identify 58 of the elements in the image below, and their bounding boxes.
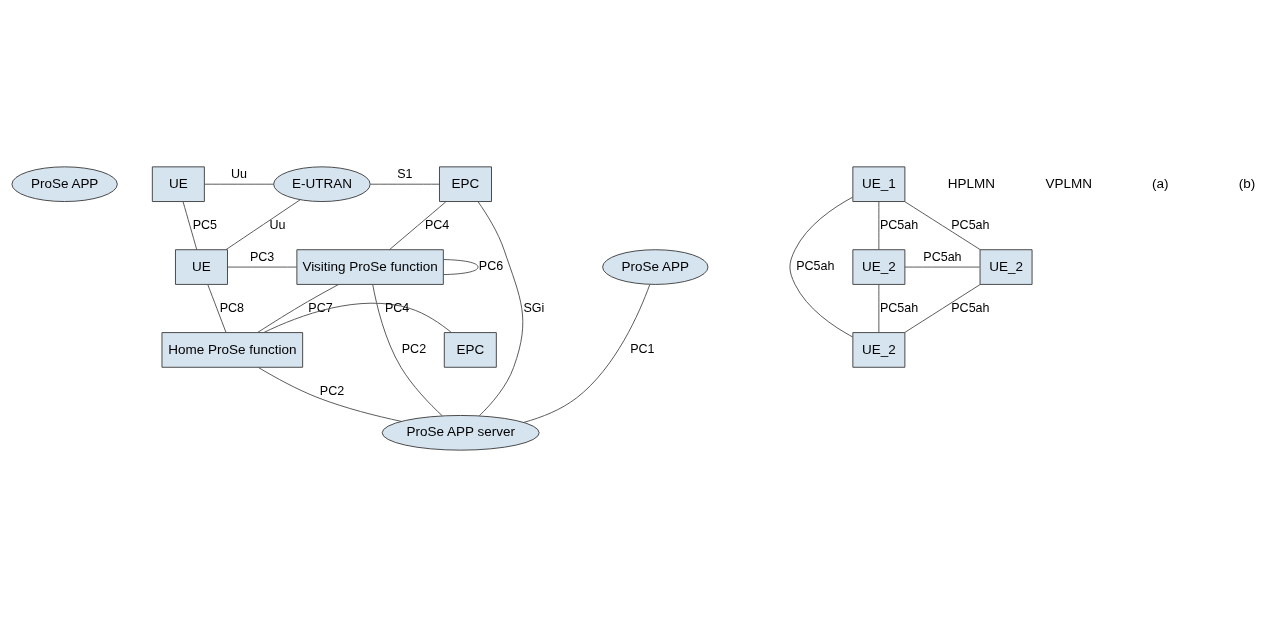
label: VPLMN [1045,175,1092,191]
node-box: UE_2 [852,249,906,285]
edge-label: PC2 [319,383,345,398]
connector [904,201,981,251]
node-box: UE_2 [979,249,1033,285]
edge-label: PC5ah [796,259,835,274]
edge-label: PC5ah [951,217,990,232]
label: HPLMN [947,175,995,191]
connector [256,283,340,334]
edge-label: PC5 [192,217,218,232]
connector [789,196,854,338]
connector [477,201,524,417]
connector [257,367,402,422]
node-box: UE [174,249,228,285]
connector [904,284,981,333]
edge-label: PC8 [219,300,244,315]
edge-label: PC7 [308,300,333,315]
edge-label: PC5ah [879,217,919,232]
connector [523,284,651,423]
edge-label: Uu [231,166,248,181]
edge-label: PC6 [478,259,504,274]
connector [372,284,443,417]
edge-label: PC2 [401,342,427,357]
edge-label: PC5ah [923,249,962,264]
connector [207,284,227,333]
node-box: UE_1 [852,166,906,202]
node-box: Home ProSe function [161,332,304,368]
edge-label: PC5ah [879,300,919,315]
edge-label: PC5ah [951,300,990,315]
label: (a) [1151,175,1169,191]
connector [182,201,198,251]
edge-label: PC4 [384,300,410,315]
edge-label: PC1 [630,342,655,357]
connector [204,183,275,185]
node-ellipse: ProSe APP [11,166,118,202]
edge-label: SGi [523,300,545,315]
edge-label: Uu [269,217,286,232]
connector [443,259,479,276]
connector [227,266,298,268]
edge-label: S1 [397,166,413,181]
node-box: EPC [439,166,492,202]
node-box: UE_2 [852,332,906,368]
edge-label: PC3 [250,249,275,264]
label: (b) [1238,175,1256,191]
connector [389,201,447,251]
connector [904,266,981,268]
node-ellipse: ProSe APP [602,249,709,285]
connector [370,183,440,185]
node-box: Visiting ProSe function [296,249,444,285]
edge-label: PC4 [424,217,450,232]
node-ellipse: E-UTRAN [273,166,371,202]
connector [263,302,452,334]
connector [878,201,880,251]
node-box: UE [151,166,205,202]
connector [878,284,880,333]
connector [225,199,301,251]
node-ellipse: ProSe APP server [381,414,540,451]
node-box: EPC [443,332,497,368]
